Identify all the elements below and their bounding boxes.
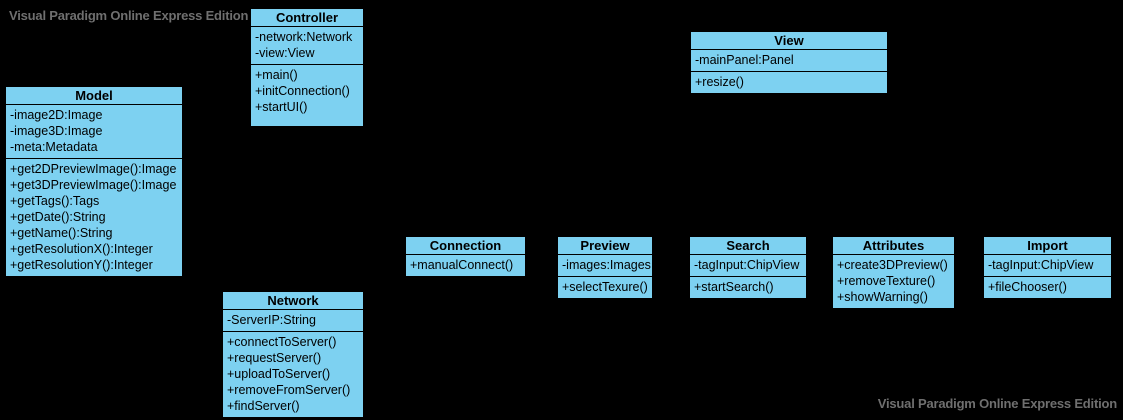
method-row: +getTags():Tags xyxy=(10,194,100,208)
methods-section: +connectToServer() +requestServer() +upl… xyxy=(223,331,363,417)
attribute-row: -ServerIP:String xyxy=(227,313,316,327)
attribute-row: -tagInput:ChipView xyxy=(694,258,800,272)
methods-section: +startSearch() xyxy=(690,276,806,298)
class-title: Search xyxy=(726,238,770,253)
method-row: +requestServer() xyxy=(227,351,322,365)
methods-section: +fileChooser() xyxy=(984,276,1111,298)
methods-section: +get2DPreviewImage():Image +get3DPreview… xyxy=(6,158,182,276)
attribute-row: -meta:Metadata xyxy=(10,140,98,154)
class-box-search[interactable]: Search -tagInput:ChipView +startSearch() xyxy=(689,236,807,299)
method-row: +startUI() xyxy=(255,100,308,114)
attribute-row: -image2D:Image xyxy=(10,108,103,122)
attributes-section: -mainPanel:Panel xyxy=(691,49,887,71)
class-title: Controller xyxy=(275,10,339,25)
methods-section: +resize() xyxy=(691,71,887,93)
method-row: +getResolutionY():Integer xyxy=(10,258,153,272)
class-box-controller[interactable]: Controller -network:Network -view:View +… xyxy=(250,8,364,127)
method-row: +initConnection() xyxy=(255,84,350,98)
method-row: +resize() xyxy=(695,75,744,89)
method-row: +selectTexure() xyxy=(562,280,648,294)
attribute-row: -images:Images xyxy=(562,258,651,272)
method-row: +get3DPreviewImage():Image xyxy=(10,178,177,192)
method-row: +uploadToServer() xyxy=(227,367,331,381)
method-row: +showWarning() xyxy=(837,290,928,304)
method-row: +removeFromServer() xyxy=(227,383,351,397)
method-row: +getDate():String xyxy=(10,210,106,224)
method-row: +startSearch() xyxy=(694,280,774,294)
class-title: View xyxy=(774,33,804,48)
methods-section: +selectTexure() xyxy=(558,276,652,298)
method-row: +removeTexture() xyxy=(837,274,936,288)
attribute-row: -image3D:Image xyxy=(10,124,103,138)
attributes-section: -images:Images xyxy=(558,254,652,276)
class-box-preview[interactable]: Preview -images:Images +selectTexure() xyxy=(557,236,653,299)
attributes-section: -tagInput:ChipView xyxy=(690,254,806,276)
method-row: +connectToServer() xyxy=(227,335,337,349)
attribute-row: -mainPanel:Panel xyxy=(695,53,794,67)
attributes-section: -network:Network -view:View xyxy=(251,26,363,64)
class-title: Model xyxy=(75,88,113,103)
attributes-section: -ServerIP:String xyxy=(223,309,363,331)
method-row: +manualConnect() xyxy=(410,258,514,272)
class-title: Connection xyxy=(429,238,502,253)
class-title: Import xyxy=(1027,238,1068,253)
method-row: +main() xyxy=(255,68,298,82)
watermark-top-left: Visual Paradigm Online Express Edition xyxy=(9,8,249,23)
method-row: +findServer() xyxy=(227,399,300,413)
method-row: +create3DPreview() xyxy=(837,258,948,272)
methods-section: +manualConnect() xyxy=(406,254,525,276)
methods-section: +create3DPreview() +removeTexture() +sho… xyxy=(833,254,954,308)
attribute-row: -view:View xyxy=(255,46,315,60)
method-row: +getName():String xyxy=(10,226,113,240)
methods-section: +main() +initConnection() +startUI() xyxy=(251,64,363,126)
class-title: Attributes xyxy=(862,238,925,253)
class-title: Network xyxy=(267,293,319,308)
method-row: +fileChooser() xyxy=(988,280,1067,294)
class-box-import[interactable]: Import -tagInput:ChipView +fileChooser() xyxy=(983,236,1112,299)
attribute-row: -tagInput:ChipView xyxy=(988,258,1094,272)
watermark-bottom-right: Visual Paradigm Online Express Edition xyxy=(877,396,1117,411)
attributes-section: -image2D:Image -image3D:Image -meta:Meta… xyxy=(6,104,182,158)
class-box-network[interactable]: Network -ServerIP:String +connectToServe… xyxy=(222,291,364,418)
attribute-row: -network:Network xyxy=(255,30,353,44)
class-box-connection[interactable]: Connection +manualConnect() xyxy=(405,236,526,277)
class-title: Preview xyxy=(580,238,630,253)
method-row: +get2DPreviewImage():Image xyxy=(10,162,177,176)
attributes-section: -tagInput:ChipView xyxy=(984,254,1111,276)
method-row: +getResolutionX():Integer xyxy=(10,242,153,256)
class-box-attributes[interactable]: Attributes +create3DPreview() +removeTex… xyxy=(832,236,955,309)
class-box-model[interactable]: Model -image2D:Image -image3D:Image -met… xyxy=(5,86,183,277)
class-box-view[interactable]: View -mainPanel:Panel +resize() xyxy=(690,31,888,94)
